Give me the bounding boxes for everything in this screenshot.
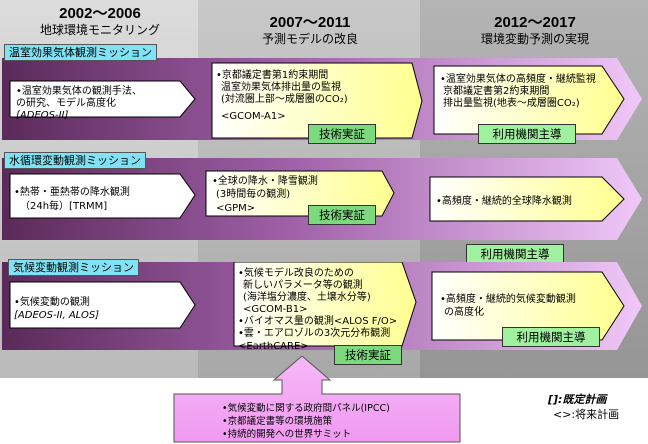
period-1-subtitle: 地球環境モニタリング: [39, 23, 160, 37]
mission-label-1: 温室効果気体観測ミッション: [4, 44, 157, 61]
m2-phase1-line2: （24h毎）[TRMM]: [20, 201, 108, 212]
m3-user-led-badge: 利用機関主導: [502, 327, 600, 347]
m3-phase3-line1: •高頻度・継続的気候変動観測: [440, 294, 576, 305]
mission-label-2: 水循環変動観測ミッション: [4, 152, 146, 169]
m3-phase2-line5: •バイオマス量の観測<ALOS F/O>: [238, 316, 398, 327]
m3-phase2-line6: •雲・エアロゾルの3次元分布観測: [238, 328, 391, 339]
band-3-arrows: [2, 262, 642, 350]
m3-phase2-line1: •気候モデル改良のための: [238, 268, 354, 279]
m1-tech-demo-badge: 技術実証: [308, 124, 376, 144]
m3-phase2-line3: (海洋塩分濃度、土壌水分等): [243, 292, 371, 303]
band-3-phase1-arrow: [9, 281, 196, 329]
mission-band-2: [2, 152, 644, 245]
m2-tech-demo-badge: 技術実証: [308, 205, 376, 225]
m3-phase3-line2: の高度化: [444, 307, 484, 318]
m1-phase3-line3: 排出量監視(地表～成層圏CO₂): [443, 98, 580, 109]
m3-phase2-line2: 新しいパラメータ等の観測: [243, 280, 363, 291]
band-2-phase2-arrow: [205, 170, 395, 217]
band-1-phase2-arrow: [211, 62, 423, 139]
period-3-subtitle: 環境変動予測の実現: [480, 32, 589, 46]
m2-phase2-line2: (3時間毎の観測): [216, 189, 291, 200]
policy-item-3: •持続的開発への世界サミット: [222, 429, 352, 440]
band-1-phase3-arrow: [433, 65, 625, 135]
m1-phase3-line2: 京都議定書第2約束期間: [443, 86, 550, 97]
policy-up-arrow: [173, 356, 461, 443]
period-1-years: 2002～2006: [59, 5, 141, 22]
m3-phase1-line1: •気候変動の観測: [14, 297, 90, 308]
period-3-years: 2012～2017: [494, 14, 576, 31]
band-2-phase1-arrow: [9, 173, 196, 219]
legend-future-plan: <>:将来計画: [553, 408, 620, 421]
m2-phase1-line1: •熱帯・亜熱帯の降水観測: [14, 187, 130, 198]
m1-phase3-line1: •温室効果気体の高頻度・継続監視: [440, 74, 596, 85]
policy-item-1: •気候変動に関する政府間パネル(IPCC): [222, 403, 390, 414]
m2-phase2-line1: •全球の降水・降雪観測: [212, 176, 318, 187]
m2-phase2-line3: <GPM>: [216, 203, 256, 214]
policy-item-2: •京都議定書等の環境施策: [222, 416, 333, 427]
period-2-years: 2007～2011: [269, 14, 351, 31]
band-3-phase2-arrow: [233, 262, 417, 347]
m1-phase2-line2: 温室効果気体排出量の監視: [221, 82, 341, 93]
legend-existing-plan: []:既定計画: [548, 393, 607, 406]
m1-phase1-line3: [ADEOS-II]: [16, 110, 69, 121]
m1-phase1-line1: •温室効果気体の観測手法、: [16, 86, 142, 97]
band-1-arrows: [2, 58, 642, 140]
m3-tech-demo-badge: 技術実証: [334, 345, 402, 365]
band-1-phase1-arrow: [9, 80, 196, 118]
m1-phase2-line4: <GCOM-A1>: [221, 111, 286, 122]
mission-band-1: [2, 52, 644, 145]
m1-phase2-line1: •京都議定書第1約束期間: [216, 70, 329, 81]
band-3-phase3-arrow: [431, 271, 625, 341]
mission-label-3: 気候変動観測ミッション: [8, 259, 139, 276]
band-2-phase3-arrow: [429, 176, 625, 222]
m2-user-led-badge: 利用機関主導: [466, 244, 564, 264]
mission-band-3: [2, 262, 644, 355]
period-2-subtitle: 予測モデルの改良: [261, 32, 358, 46]
m1-phase2-line3: (対流圏上部～成層圏のCO₂): [221, 94, 348, 105]
m1-phase1-line2: の研究、モデル高度化: [16, 98, 116, 109]
m1-user-led-badge: 利用機関主導: [478, 124, 576, 144]
m3-phase2-line4: <GCOM-B1>: [243, 304, 308, 315]
m3-phase2-line7: <EarthCARE>: [238, 341, 309, 352]
band-2-arrows: [2, 158, 642, 240]
m3-phase1-line2: [ADEOS-II, ALOS]: [14, 310, 100, 321]
m2-phase3-line1: •高頻度・継続的全球降水観測: [436, 196, 572, 207]
